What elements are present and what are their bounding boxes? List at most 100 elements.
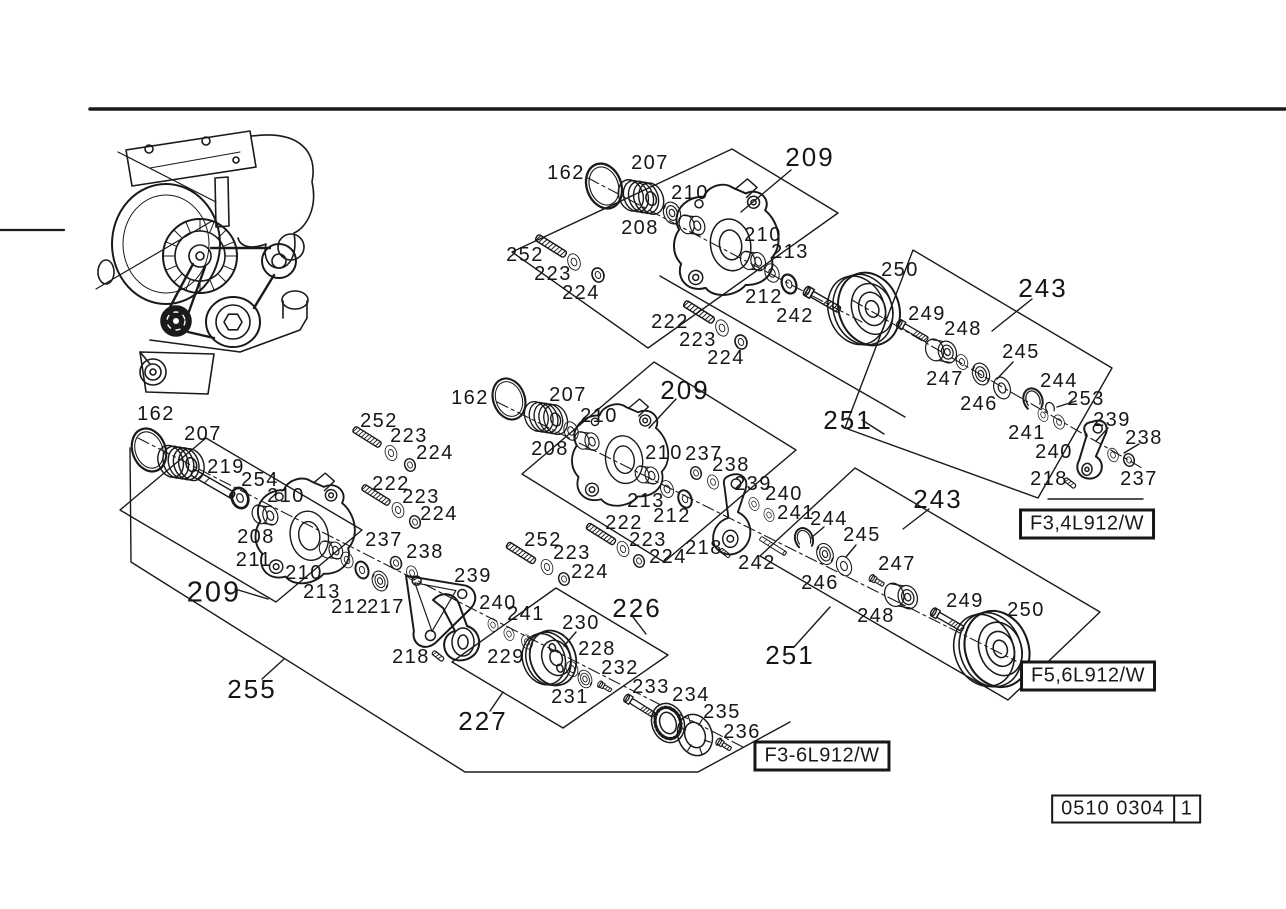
part-spring <box>157 444 205 482</box>
part-label-210: 210 <box>671 182 709 204</box>
part-label-243: 243 <box>1018 273 1068 303</box>
part-nut <box>734 334 748 350</box>
model-tag-text: F3,4L912/W <box>1030 512 1144 535</box>
part-label-233: 233 <box>632 676 670 698</box>
part-label-251: 251 <box>823 405 873 435</box>
part-label-242: 242 <box>776 305 814 327</box>
part-label-208: 208 <box>237 526 275 548</box>
part-stud <box>534 234 568 258</box>
part-nut <box>632 554 646 568</box>
part-ring <box>992 376 1012 400</box>
part-stud <box>505 541 537 565</box>
part-label-224: 224 <box>649 546 687 568</box>
part-label-208: 208 <box>621 217 659 239</box>
part-label-162: 162 <box>137 403 175 425</box>
part-label-235: 235 <box>703 701 741 723</box>
part-snap <box>1022 387 1044 413</box>
part-label-247: 247 <box>926 368 964 390</box>
model-tag-f56l912w: F5,6L912/W <box>1020 660 1156 692</box>
part-label-248: 248 <box>944 318 982 340</box>
part-bushing <box>634 465 660 485</box>
part-bracketMid <box>712 473 752 556</box>
part-label-207: 207 <box>184 423 222 445</box>
part-label-223: 223 <box>390 425 428 447</box>
part-spring <box>617 179 665 215</box>
group-outlines <box>0 107 1286 773</box>
part-label-240: 240 <box>1035 441 1073 463</box>
part-spring <box>523 400 569 436</box>
part-ring <box>1107 447 1119 463</box>
part-sealD <box>230 486 250 510</box>
part-label-249: 249 <box>908 303 946 325</box>
part-label-211: 211 <box>235 549 273 571</box>
part-label-222: 222 <box>605 512 643 534</box>
part-ringB <box>677 489 693 509</box>
part-bushing <box>678 214 706 236</box>
part-label-223: 223 <box>629 529 667 551</box>
part-pulleyBig <box>952 609 1031 689</box>
part-label-241: 241 <box>1008 422 1046 444</box>
part-boltS <box>868 574 885 587</box>
part-oring <box>491 377 527 421</box>
part-label-227: 227 <box>458 706 508 736</box>
part-stud <box>682 300 716 324</box>
part-ring <box>1037 408 1049 422</box>
part-label-239: 239 <box>1093 409 1131 431</box>
part-label-239: 239 <box>454 565 492 587</box>
part-ring <box>707 474 719 490</box>
part-label-212: 212 <box>745 286 783 308</box>
part-ring <box>391 501 405 519</box>
part-label-210: 210 <box>285 562 323 584</box>
part-label-247: 247 <box>878 553 916 575</box>
part-label-213: 213 <box>627 490 665 512</box>
part-nut <box>557 572 571 586</box>
part-label-210: 210 <box>267 485 305 507</box>
part-ring <box>384 444 398 462</box>
part-ringB <box>354 560 370 580</box>
part-ring <box>764 263 780 283</box>
part-ringD <box>971 362 991 386</box>
part-label-223: 223 <box>534 263 572 285</box>
part-label-223: 223 <box>402 486 440 508</box>
part-ring <box>659 480 675 498</box>
part-label-246: 246 <box>801 572 839 594</box>
part-label-210: 210 <box>580 405 618 427</box>
part-ring <box>503 627 515 641</box>
drawing-number: 0510 0304 <box>1053 796 1175 822</box>
part-stud <box>352 426 382 448</box>
part-label-238: 238 <box>712 454 750 476</box>
part-label-210: 210 <box>744 224 782 246</box>
part-label-218: 218 <box>1030 468 1068 490</box>
part-ring <box>955 354 969 370</box>
part-label-243: 243 <box>913 484 963 514</box>
part-ring <box>565 660 579 678</box>
part-cylinder <box>883 582 919 610</box>
part-label-250: 250 <box>1007 599 1045 621</box>
part-oring <box>584 162 624 210</box>
part-label-248: 248 <box>857 605 895 627</box>
part-cylinder <box>924 338 958 364</box>
part-label-224: 224 <box>707 347 745 369</box>
part-label-240: 240 <box>479 592 517 614</box>
part-ringB <box>780 273 798 295</box>
part-label-236: 236 <box>723 721 761 743</box>
part-disc <box>650 702 686 744</box>
part-bushing <box>318 540 344 560</box>
part-pulleyBig <box>827 271 901 347</box>
part-pin <box>1063 477 1077 489</box>
part-label-224: 224 <box>420 503 458 525</box>
part-label-213: 213 <box>303 581 341 603</box>
part-ringD <box>816 542 834 566</box>
part-ring <box>487 618 499 632</box>
part-pump <box>254 472 356 585</box>
part-label-241: 241 <box>777 502 815 524</box>
drawing-number-box: 0510 0304 1 <box>1051 794 1201 824</box>
part-label-252: 252 <box>360 410 398 432</box>
part-label-249: 249 <box>946 590 984 612</box>
part-nut <box>591 267 605 283</box>
part-label-237: 237 <box>365 529 403 551</box>
part-label-209: 209 <box>785 142 835 172</box>
part-label-213: 213 <box>771 241 809 263</box>
